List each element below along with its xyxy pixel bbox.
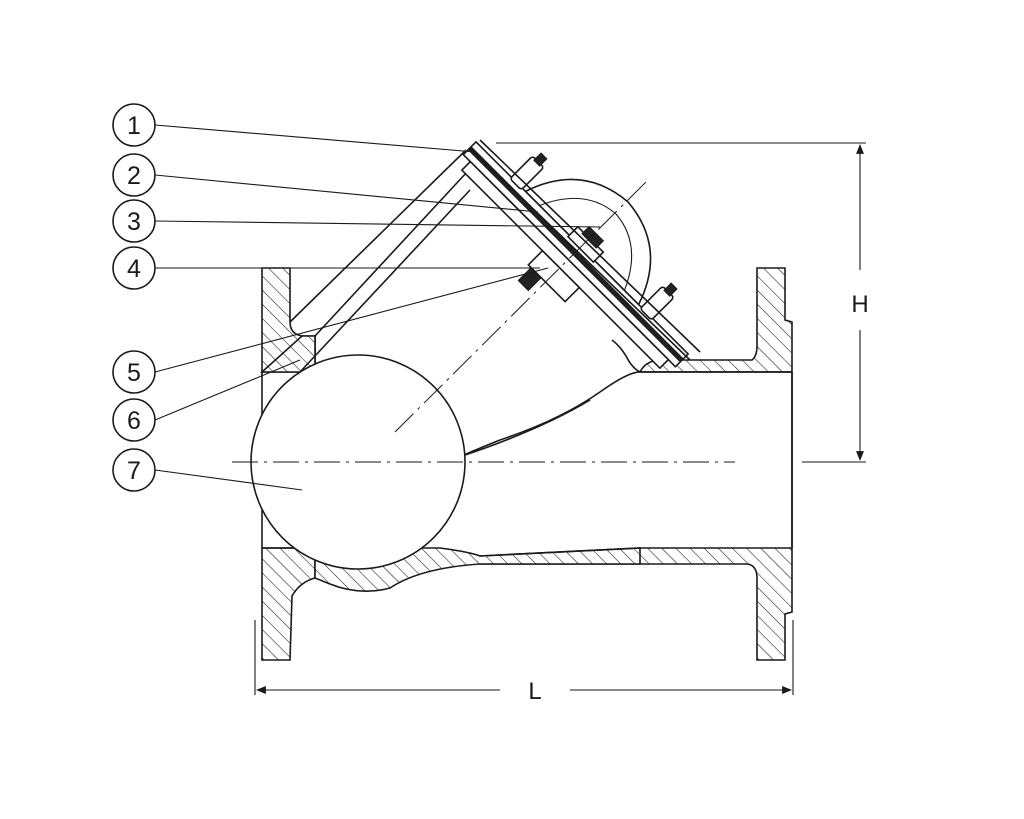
upper-body-outline bbox=[461, 371, 792, 457]
callout-3-number: 3 bbox=[127, 208, 141, 236]
callout-3: 3 bbox=[112, 199, 601, 243]
gasket bbox=[527, 249, 581, 303]
height-dimension-label: H bbox=[851, 291, 868, 318]
callout-1-number: 1 bbox=[127, 112, 141, 140]
callout-7: 7 bbox=[112, 448, 303, 492]
callout-5: 5 bbox=[112, 267, 549, 394]
callout-2: 2 bbox=[112, 153, 539, 213]
callout-2-number: 2 bbox=[127, 162, 141, 190]
callout-4-number: 4 bbox=[127, 255, 141, 283]
length-dimension-label: L bbox=[528, 678, 541, 705]
callout-7-number: 7 bbox=[127, 457, 141, 485]
bonnet-centerline bbox=[394, 177, 651, 433]
callout-5-number: 5 bbox=[127, 359, 141, 387]
callout-1: 1 bbox=[112, 103, 476, 153]
dimension-h: H bbox=[496, 142, 869, 463]
right-flange-lower bbox=[479, 547, 793, 661]
callout-6-number: 6 bbox=[127, 407, 141, 435]
bonnet-assembly bbox=[259, 139, 701, 373]
callout-6: 6 bbox=[112, 359, 301, 442]
left-flange-lower bbox=[261, 547, 316, 661]
dimension-l: L bbox=[254, 620, 794, 705]
callout-4: 4 bbox=[112, 246, 540, 290]
